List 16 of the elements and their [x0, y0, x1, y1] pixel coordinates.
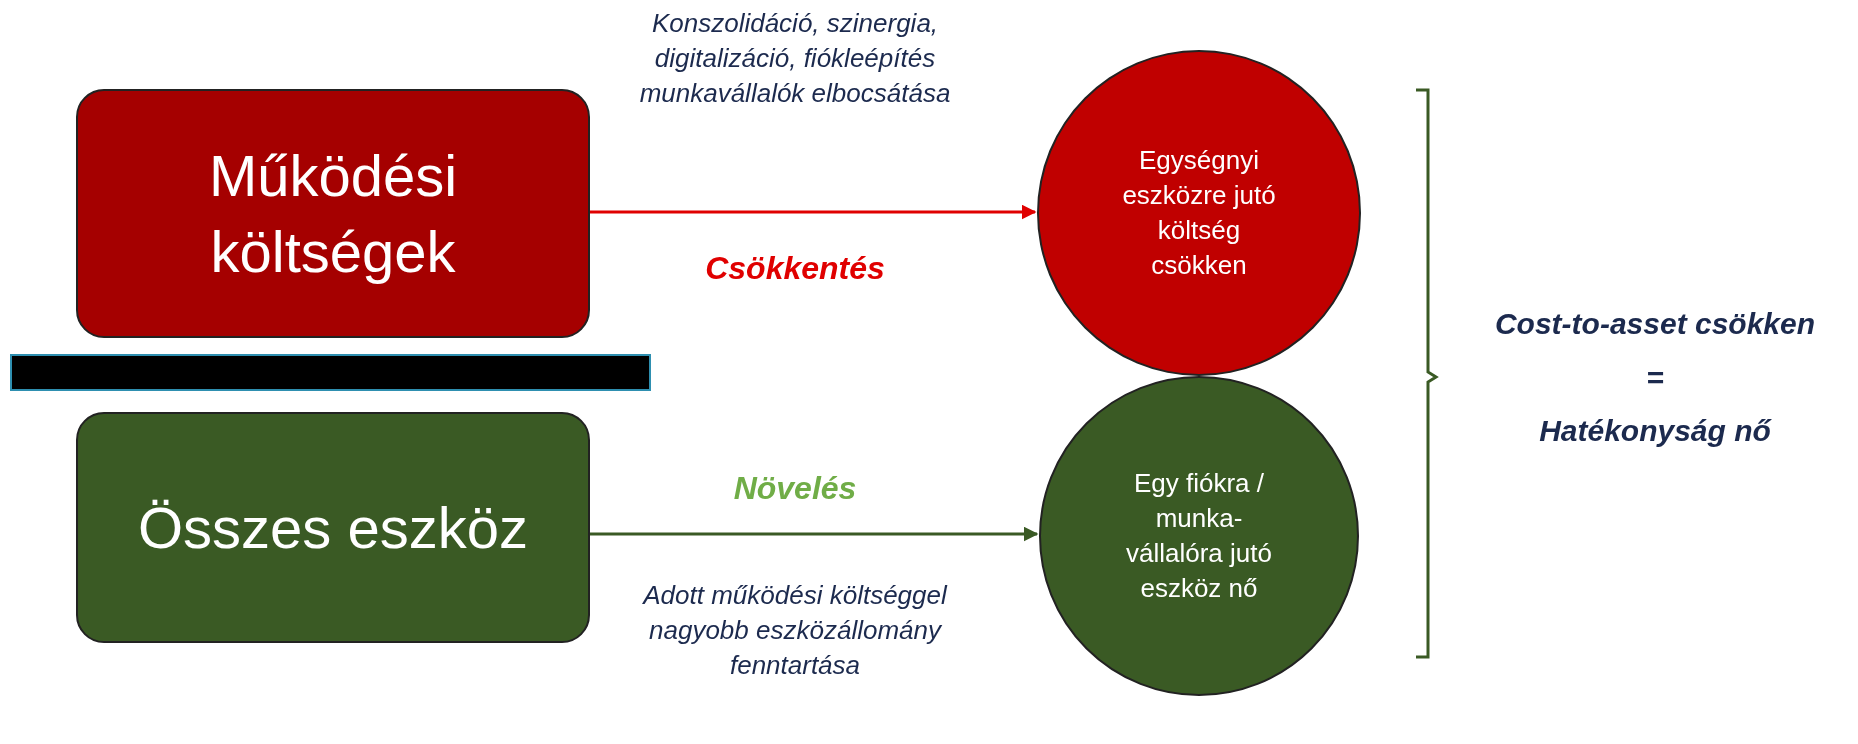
result-text: = [1645, 360, 1665, 396]
result-text: Cost-to-asset csökken [1493, 306, 1817, 342]
arrow [590, 204, 1037, 220]
node-text: Működési költségek [207, 142, 459, 286]
node-text: Összes eszköz [138, 493, 528, 562]
node-text: Egy fiókra / munka-vállalóra jutó eszköz nő [1125, 466, 1273, 606]
annotation: Adott működési költséggel nagyobb eszközállomány fenntartása [641, 579, 949, 683]
edge-label: Növelés [732, 470, 858, 507]
cost-box [76, 89, 590, 338]
result-text: Hatékonyság nő [1538, 413, 1773, 449]
fraction-bar [10, 354, 651, 391]
edge-label: Csökkentés [704, 250, 886, 287]
annotation: Konszolidáció, szinergia, digitalizáció, fiókleépítés munkavállalók elbocsátása [638, 7, 952, 111]
asset-box [76, 412, 590, 643]
node-text: Egységnyi eszközre jutó költség csökken [1121, 143, 1277, 283]
arrow [590, 526, 1039, 542]
